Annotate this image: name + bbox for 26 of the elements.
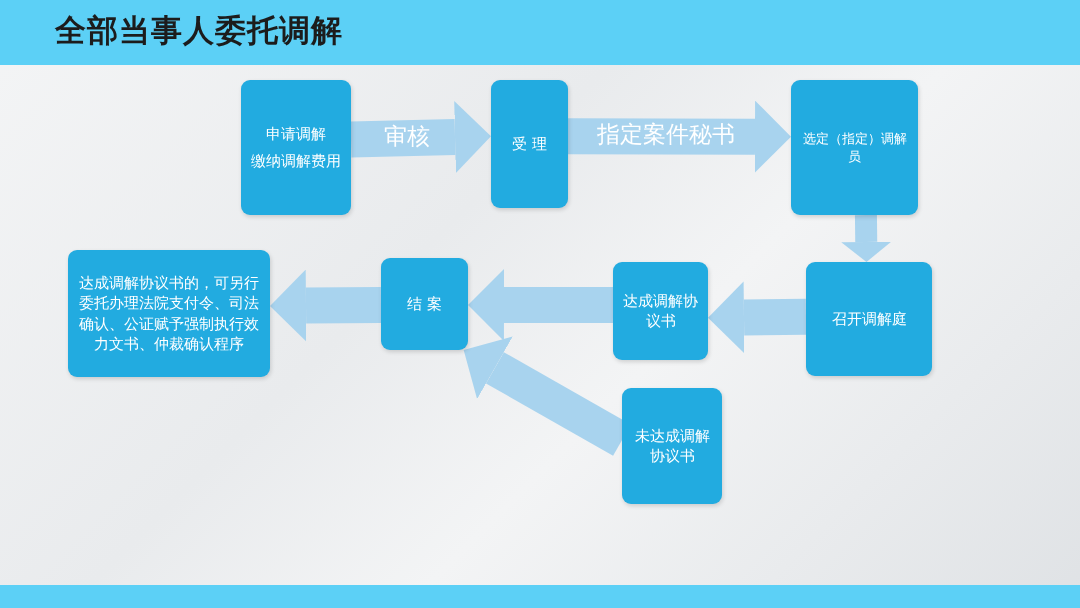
process-box [241, 80, 351, 215]
node-text: 受 理 [512, 133, 547, 155]
block-arrow [567, 100, 791, 173]
edge-label: 审核 [384, 121, 430, 151]
node-text: 选定（指定）调解员 [801, 129, 908, 166]
process-box [613, 262, 708, 360]
process-box [806, 262, 932, 376]
edge-label: 指定案件秘书 [596, 119, 735, 149]
process-box [68, 250, 270, 377]
process-box [622, 388, 722, 504]
node-text: 召开调解庭 [831, 308, 907, 330]
block-arrow [841, 214, 892, 262]
node-text: 缴纳调解费用 [251, 150, 341, 171]
title: 全部当事人委托调解 [55, 11, 343, 50]
node-text: 申请调解 [266, 124, 326, 145]
block-arrow [708, 281, 807, 354]
node-text: 未达成调解协议书 [633, 425, 711, 467]
node-text: 达成调解协议书的，可另行委托办理法院支付令、司法确认、公证赋予强制执行效力文书、仲裁确认程序 [78, 273, 260, 354]
node-text: 结 案 [407, 293, 442, 315]
process-box [791, 80, 918, 215]
node-text: 达成调解协议书 [622, 290, 699, 332]
block-arrow [468, 268, 613, 341]
process-box [491, 80, 568, 208]
block-arrow [350, 101, 491, 174]
process-box [381, 258, 468, 350]
block-arrow [270, 269, 382, 342]
